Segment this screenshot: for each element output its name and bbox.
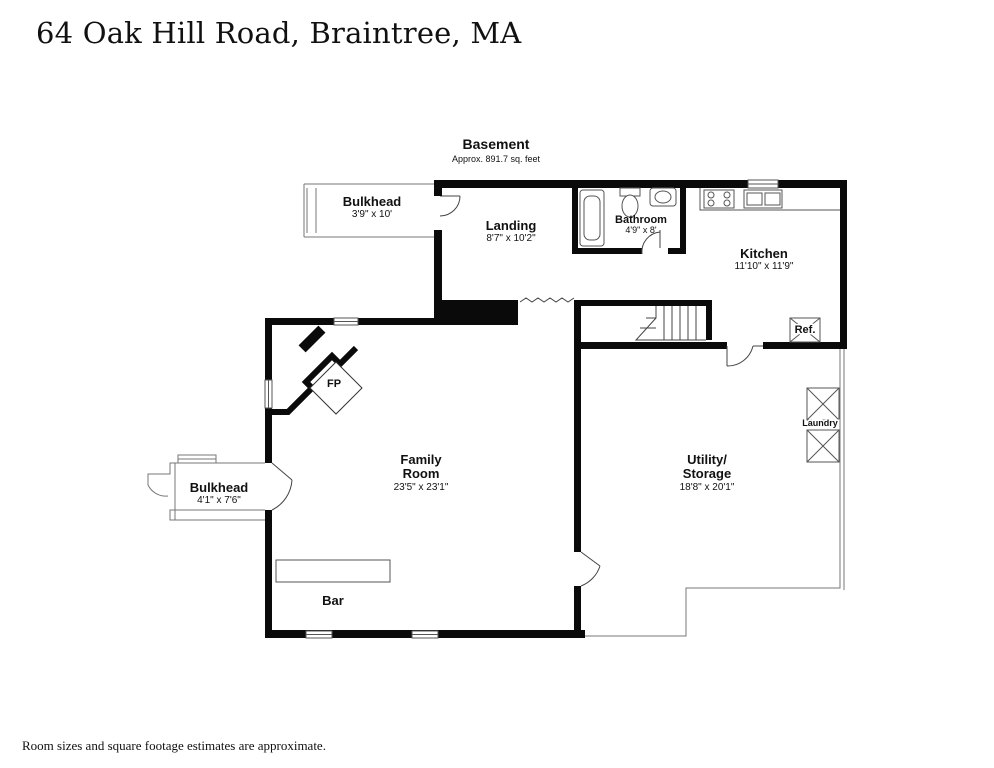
- staircase: [634, 306, 706, 341]
- fireplace-walls: [272, 345, 359, 415]
- refrigerator-label: Ref.: [795, 324, 816, 336]
- footer-disclaimer: Room sizes and square footage estimates …: [22, 738, 326, 753]
- floor-area: Approx. 891.7 sq. feet: [452, 154, 541, 164]
- family-room-name-line1: Family: [400, 452, 442, 467]
- fireplace: FP: [309, 361, 363, 415]
- page-title: 64 Oak Hill Road, Braintree, MA: [36, 16, 522, 50]
- utility-name-line1: Utility/: [687, 452, 727, 467]
- kitchen-dims: 11'10" x 11'9": [735, 261, 794, 272]
- kitchen-fixtures: [699, 188, 840, 343]
- landing-name: Landing: [486, 218, 537, 233]
- laundry-label: Laundry: [802, 418, 838, 428]
- bulkhead-left-name: Bulkhead: [190, 480, 249, 495]
- family-room-dims: 23'5" x 23'1": [394, 482, 449, 493]
- laundry-units: [806, 387, 840, 463]
- bulkhead-top-dims: 3'9" x 10': [352, 209, 392, 220]
- accordion-door: [519, 297, 575, 303]
- bulkhead-left-outline: [147, 454, 265, 521]
- bar-label: Bar: [322, 593, 344, 608]
- doors: [271, 230, 763, 587]
- bathroom-dims: 4'9" x 8': [625, 225, 656, 235]
- utility-outline: [585, 349, 845, 637]
- landing-dims: 8'7" x 10'2": [486, 233, 536, 244]
- windows: [264, 179, 779, 639]
- bar-counter: [275, 559, 391, 583]
- floor-name: Basement: [463, 136, 530, 152]
- bulkhead-top-door: [439, 195, 461, 217]
- utility-dims: 18'8" x 20'1": [680, 482, 735, 493]
- bulkhead-left-dims: 4'1" x 7'6": [197, 495, 241, 506]
- utility-name-line2: Storage: [683, 466, 731, 481]
- bathroom-name: Bathroom: [615, 214, 667, 226]
- family-room-name-line2: Room: [403, 466, 440, 481]
- bathroom-fixtures: [579, 187, 677, 247]
- kitchen-name: Kitchen: [740, 246, 788, 261]
- bulkhead-top-name: Bulkhead: [343, 194, 402, 209]
- fireplace-label: FP: [327, 378, 341, 390]
